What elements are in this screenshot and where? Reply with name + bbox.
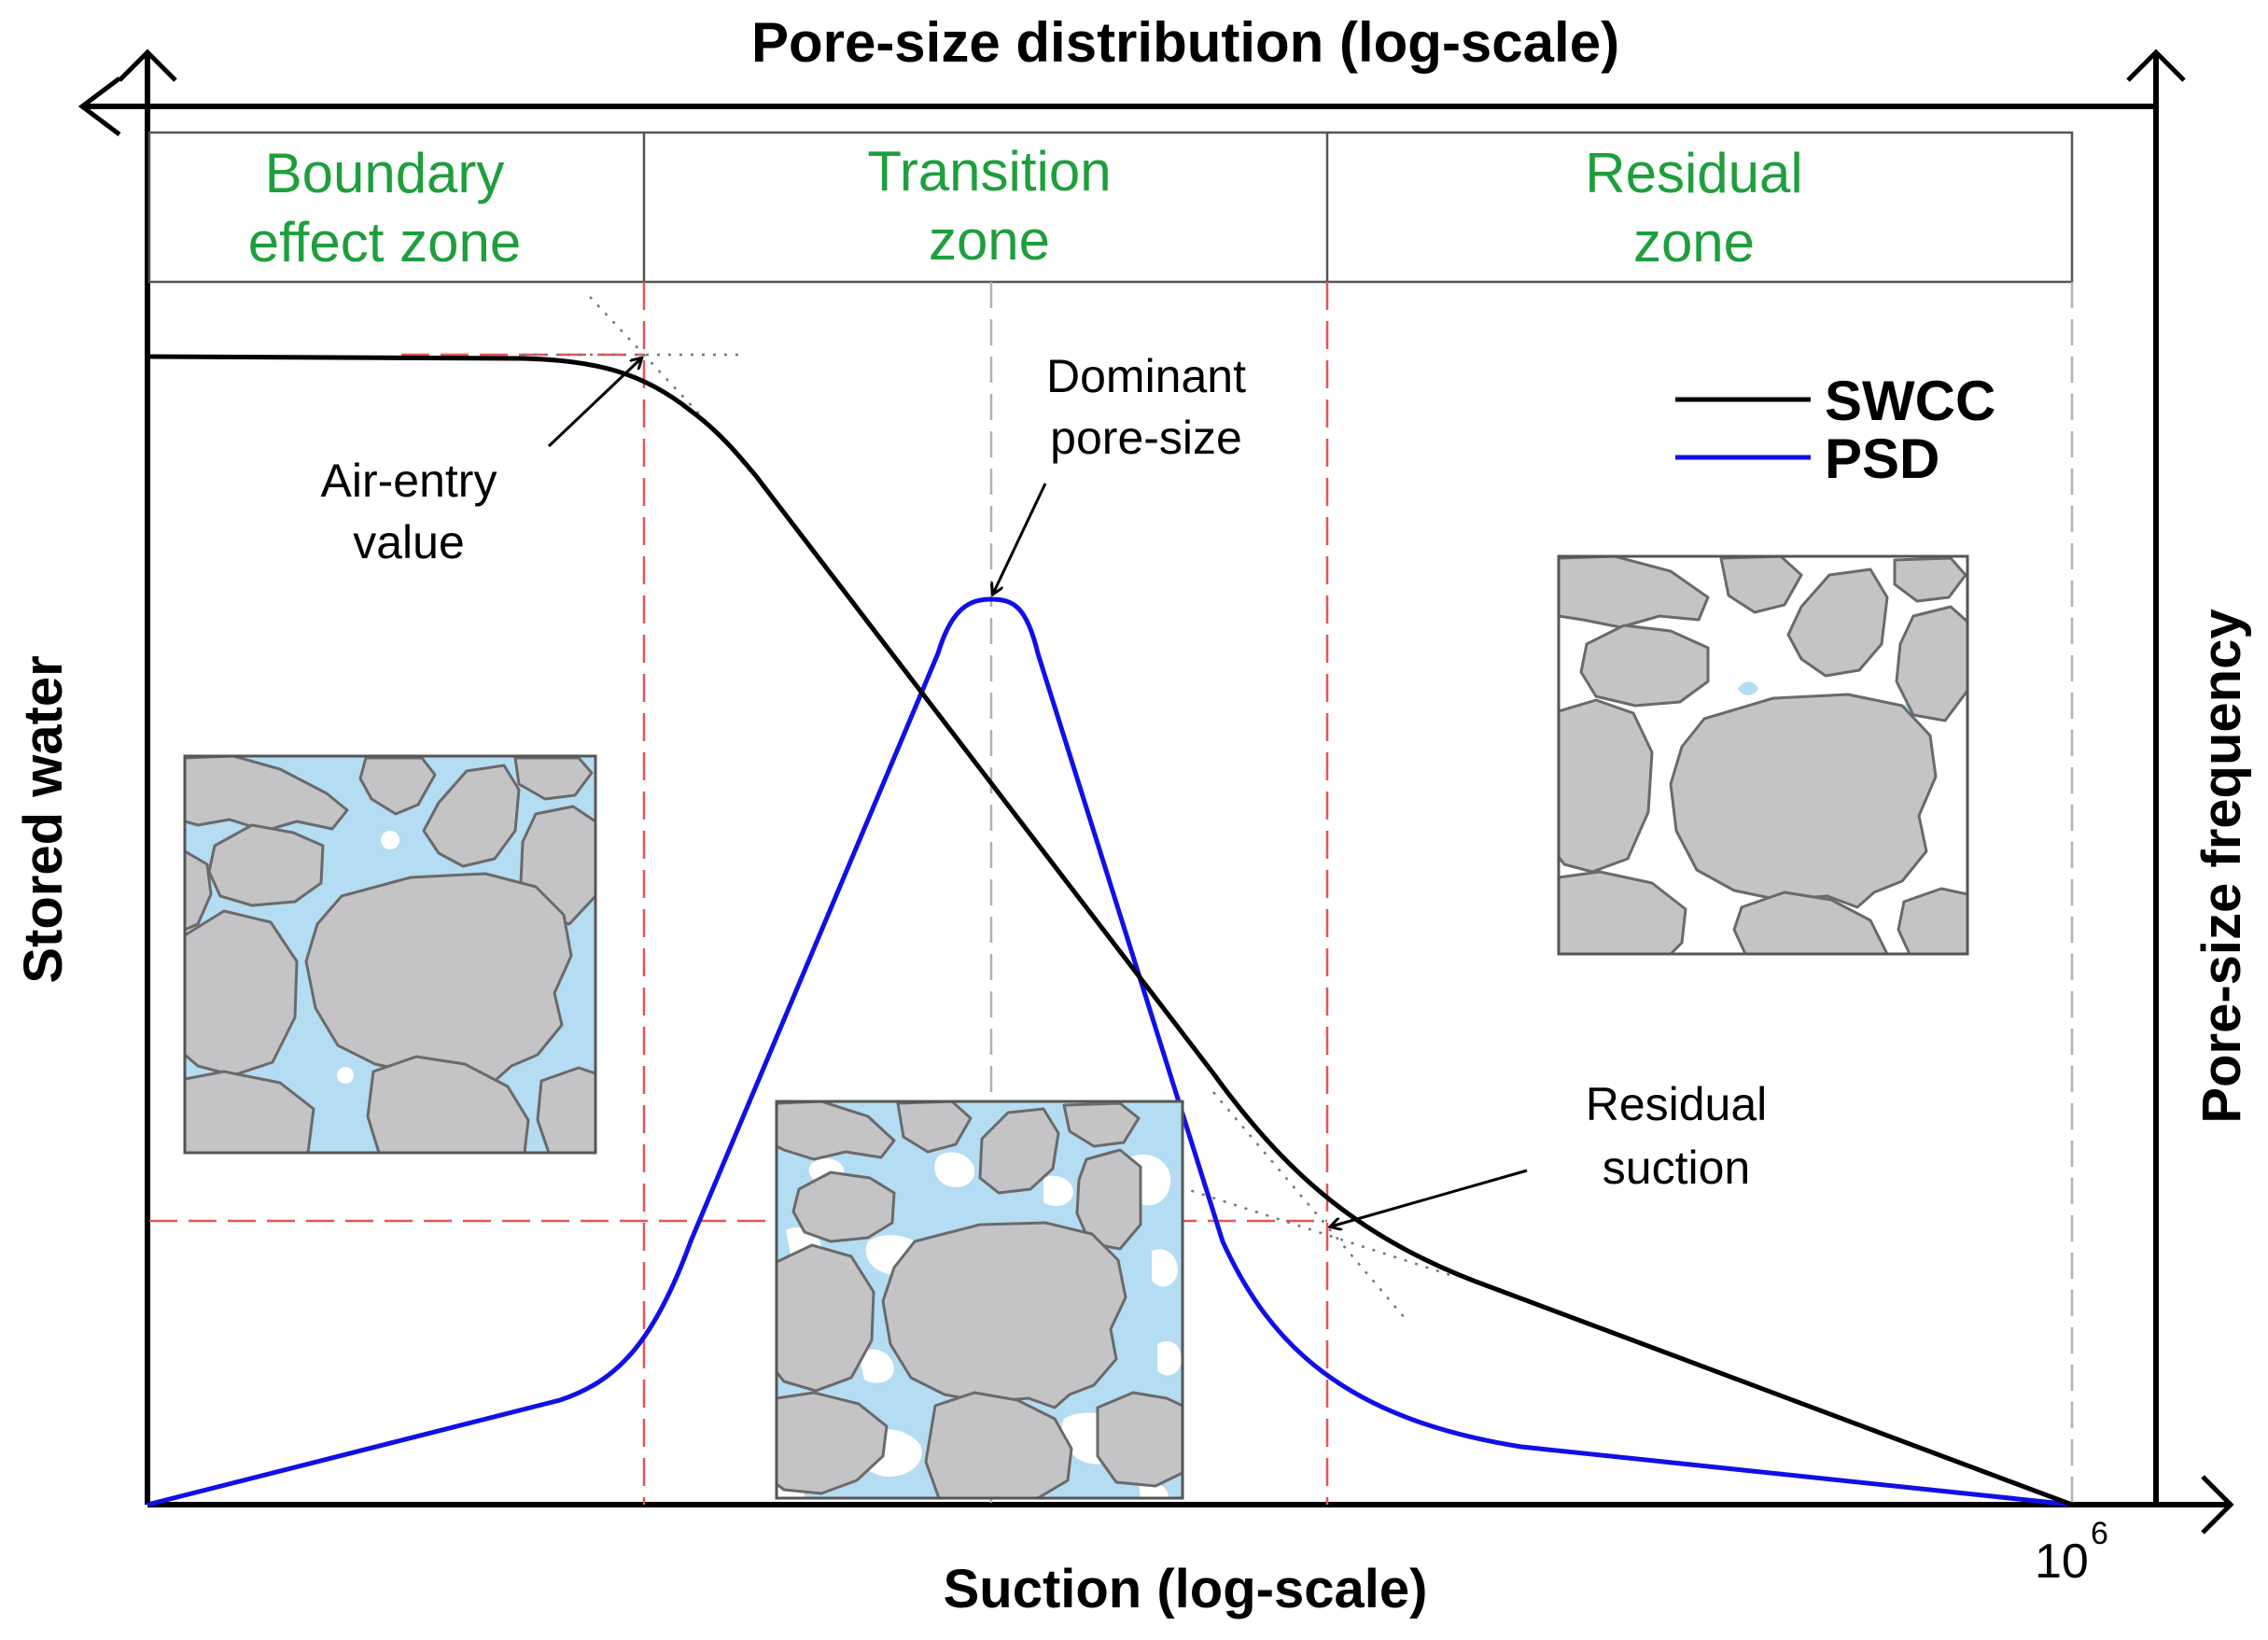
tick-base: 10	[2035, 1535, 2089, 1589]
residual-soil-frame	[1557, 554, 1969, 956]
residual-suction-arrow	[1331, 1169, 1528, 1226]
zone-residual-line1: Residual	[1585, 142, 1802, 204]
psd-curve	[147, 596, 2073, 1507]
y-axis-left-label: Stored water	[13, 655, 74, 983]
dominant-label-line2: pore-size	[1050, 412, 1242, 464]
air-entry-label-line2: value	[353, 516, 465, 568]
tick-exponent: 6	[2091, 1516, 2108, 1551]
top-axis	[77, 77, 2156, 136]
zone-header	[147, 131, 2074, 284]
x-axis	[147, 1475, 2234, 1535]
swcc-curve	[147, 354, 2073, 1507]
legend-swcc-label: SWCC	[1825, 370, 1995, 432]
transition-soil-inset	[777, 1101, 1183, 1498]
y-axis-right-label: Pore-size frequency	[2191, 609, 2252, 1123]
dominant-pore-arrow	[993, 483, 1047, 594]
saturated-soil-frame	[183, 754, 597, 1155]
air-entry-label-line1: Air-entry	[321, 455, 497, 507]
zone-boundary-line1: Boundary	[265, 142, 505, 204]
residual-label-line1: Residual	[1586, 1078, 1768, 1130]
left-y-axis	[118, 49, 177, 1505]
residual-label-line2: suction	[1603, 1142, 1750, 1194]
max-suction-tick: 10 6	[2035, 1516, 2108, 1589]
transition-soil-frame	[775, 1100, 1184, 1500]
air-entry-arrow	[547, 358, 641, 448]
residual-soil-inset	[1559, 556, 1967, 954]
residual-tangent-steep	[1212, 1091, 1406, 1319]
saturated-soil-inset	[185, 756, 595, 1153]
legend: SWCC PSD	[1675, 370, 1995, 490]
dominant-label-line1: Dominant	[1046, 350, 1246, 402]
zone-residual-line2: zone	[1633, 211, 1755, 273]
zone-boundary-line2: effect zone	[248, 211, 521, 273]
legend-psd-label: PSD	[1825, 428, 1939, 490]
zone-transition-line2: zone	[929, 209, 1050, 272]
zone-transition-line1: Transition	[867, 140, 1111, 203]
right-y-axis	[2126, 49, 2186, 1505]
diagram-title: Pore-size distribution (log-scale)	[751, 11, 1619, 74]
x-axis-label: Suction (log-scale)	[944, 1559, 1428, 1619]
